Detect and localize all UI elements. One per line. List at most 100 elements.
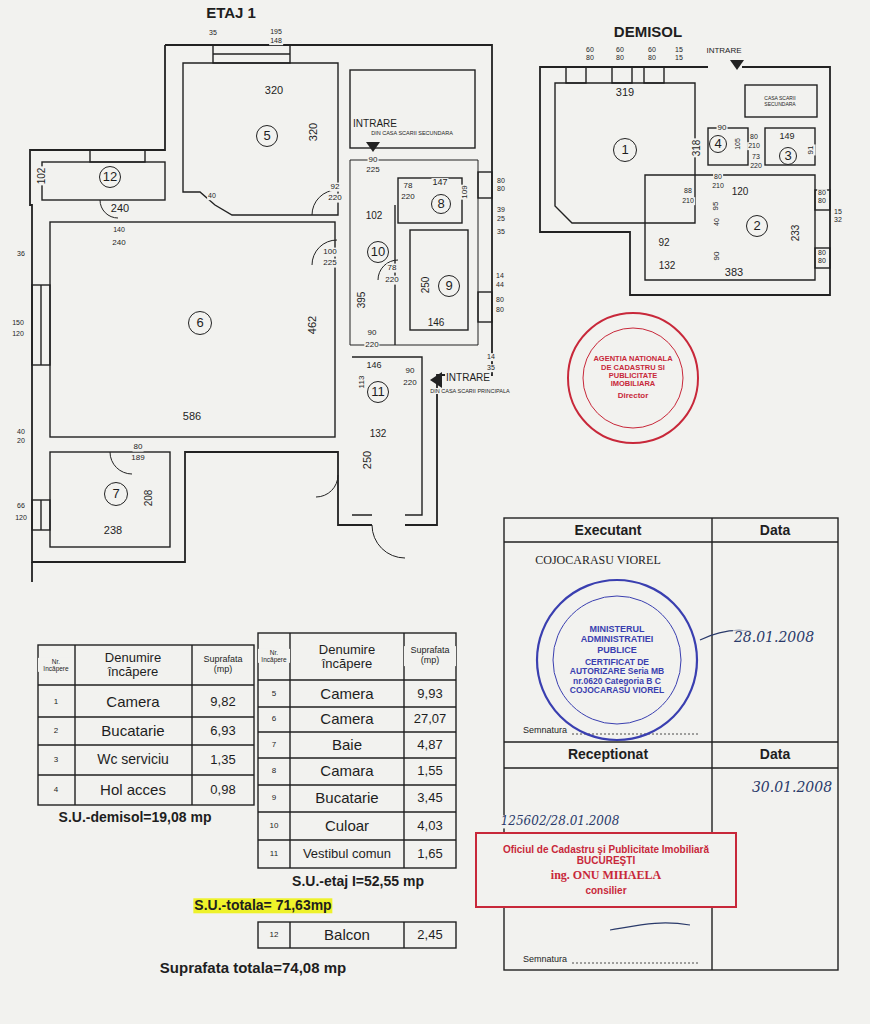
dimension-label: 250 xyxy=(361,450,373,470)
room-number: 5 xyxy=(256,125,278,147)
dimension-label: 80 xyxy=(817,249,827,257)
text-label: Wc serviciu xyxy=(96,752,170,767)
dimension-label: 395 xyxy=(356,291,367,310)
dimension-label: 80 xyxy=(749,133,759,141)
dimension-label: 30.01.2008 xyxy=(751,780,833,795)
dimension-label: 147 xyxy=(431,178,448,188)
dimension-label: 80 xyxy=(647,54,657,62)
dimension-label: 149 xyxy=(778,132,795,142)
dimension-label: 15 xyxy=(674,54,684,62)
dimension-label: 14 xyxy=(486,353,496,361)
room-number: 7 xyxy=(104,482,128,506)
text-label: Suprafata (mp) xyxy=(404,646,456,666)
dimension-label: 132 xyxy=(369,428,388,439)
dimension-label: 238 xyxy=(103,524,123,536)
dimension-label: 35 xyxy=(496,228,506,236)
dimension-label: 225 xyxy=(322,259,337,268)
dimension-label: 1,65 xyxy=(416,847,443,861)
node-text: Oficiul de Cadastru şi Publicitate Imobi… xyxy=(481,844,731,866)
dimension-label: 220 xyxy=(402,379,417,388)
dimension-label: 586 xyxy=(182,410,202,422)
dimension-label: 32 xyxy=(833,216,843,224)
text-label: Nr. încăpere xyxy=(38,658,74,672)
dimension-label: 20 xyxy=(16,437,26,445)
room-number: 2 xyxy=(746,215,768,237)
dimension-label: 7 xyxy=(271,741,277,750)
dimension-label: 12 xyxy=(269,931,280,940)
dimension-label: 4,03 xyxy=(416,819,443,833)
node-subtext: ing. ONU MIHAELA xyxy=(481,869,731,882)
text-label: COJOCARASU VIOREL xyxy=(532,554,664,567)
dimension-label: 210 xyxy=(747,142,761,150)
text-label: INTRARE xyxy=(705,47,742,56)
dimension-label: 319 xyxy=(615,86,635,98)
node-text: 5 xyxy=(263,129,270,144)
dimension-label: 210 xyxy=(681,197,695,205)
dimension-label: 60 xyxy=(585,46,595,54)
dimension-label: 39 xyxy=(496,206,506,214)
room-number: 6 xyxy=(188,311,212,335)
text-label: Suprafata (mp) xyxy=(194,655,252,675)
node-text: 4 xyxy=(714,137,721,152)
dimension-label: 80 xyxy=(615,54,625,62)
text-label: ETAJ 1 xyxy=(205,5,257,22)
dimension-label: 2,45 xyxy=(416,928,443,942)
text-label: CASA SCARII SECUNDARA xyxy=(757,96,803,107)
text-label: DIN CASA SCARII PRINCIPALA xyxy=(429,388,510,394)
text-label: Semnatura xyxy=(522,955,568,965)
dimension-label: 125602/28.01.2008 xyxy=(500,815,621,828)
dimension-label: 80 xyxy=(713,173,723,181)
text-label: Receptionat xyxy=(567,747,649,762)
dimension-label: 195 xyxy=(269,28,283,36)
dimension-label: 6,93 xyxy=(209,724,236,738)
dimension-label: 220 xyxy=(327,194,342,203)
text-label: Bucatarie xyxy=(314,790,379,807)
node-text: 9 xyxy=(445,279,452,294)
dimension-label: 120 xyxy=(11,330,25,338)
dimension-label: 220 xyxy=(400,193,415,202)
text-label: Semnatura xyxy=(522,726,568,736)
text-label: Suprafata totala=74,08 mp xyxy=(159,960,347,977)
dimension-label: 462 xyxy=(306,315,318,335)
text-label: Balcon xyxy=(323,927,371,944)
dimension-label: 220 xyxy=(749,162,763,170)
room-number: 4 xyxy=(709,135,728,154)
dimension-label: 28.01.2008 xyxy=(733,630,815,645)
dimension-label: 240 xyxy=(110,202,130,214)
room-number: 3 xyxy=(779,147,798,166)
dimension-label: 146 xyxy=(365,361,382,371)
text-label: Camera xyxy=(319,711,374,728)
dimension-label: 73 xyxy=(751,153,761,161)
dimension-label: 9 xyxy=(271,794,277,803)
dimension-label: 36 xyxy=(16,250,26,258)
dimension-label: 150 xyxy=(11,319,25,327)
text-label: S.U.-demisol=19,08 mp xyxy=(58,810,213,825)
node-subtext: Director xyxy=(593,392,673,401)
dimension-label: 40 xyxy=(207,192,217,200)
text-label: Executant xyxy=(574,523,643,538)
node-text: 10 xyxy=(371,245,385,260)
node-subtext: CERTIFICAT DE AUTORIZARE Seria MB nr.062… xyxy=(563,658,671,696)
room-number: 8 xyxy=(431,194,451,214)
dimension-label: 78 xyxy=(403,182,414,191)
text-label: Data xyxy=(759,747,791,762)
dimension-label: 240 xyxy=(111,239,126,248)
dimension-label: 120 xyxy=(731,186,750,197)
dimension-label: 148 xyxy=(269,37,283,45)
dimension-label: 80 xyxy=(496,185,506,193)
dimension-label: 210 xyxy=(711,182,725,190)
dimension-label: 120 xyxy=(14,514,28,522)
dimension-label: 40 xyxy=(713,217,721,227)
node-text: MINISTERUL ADMINISTRATIEI PUBLICE xyxy=(561,624,673,654)
dimension-label: 60 xyxy=(647,46,657,54)
text-label: Vestibul comun xyxy=(302,847,392,861)
dimension-label: 80 xyxy=(817,189,827,197)
dimension-label: 78 xyxy=(387,264,398,273)
dimension-label: 35 xyxy=(208,29,218,37)
node-subtext: consilier xyxy=(481,885,731,896)
dimension-label: 80 xyxy=(496,177,506,185)
dimension-label: 220 xyxy=(384,276,399,285)
dimension-label: 4,87 xyxy=(416,738,443,752)
node-text: 1 xyxy=(621,143,628,158)
dimension-label: 102 xyxy=(36,167,47,186)
